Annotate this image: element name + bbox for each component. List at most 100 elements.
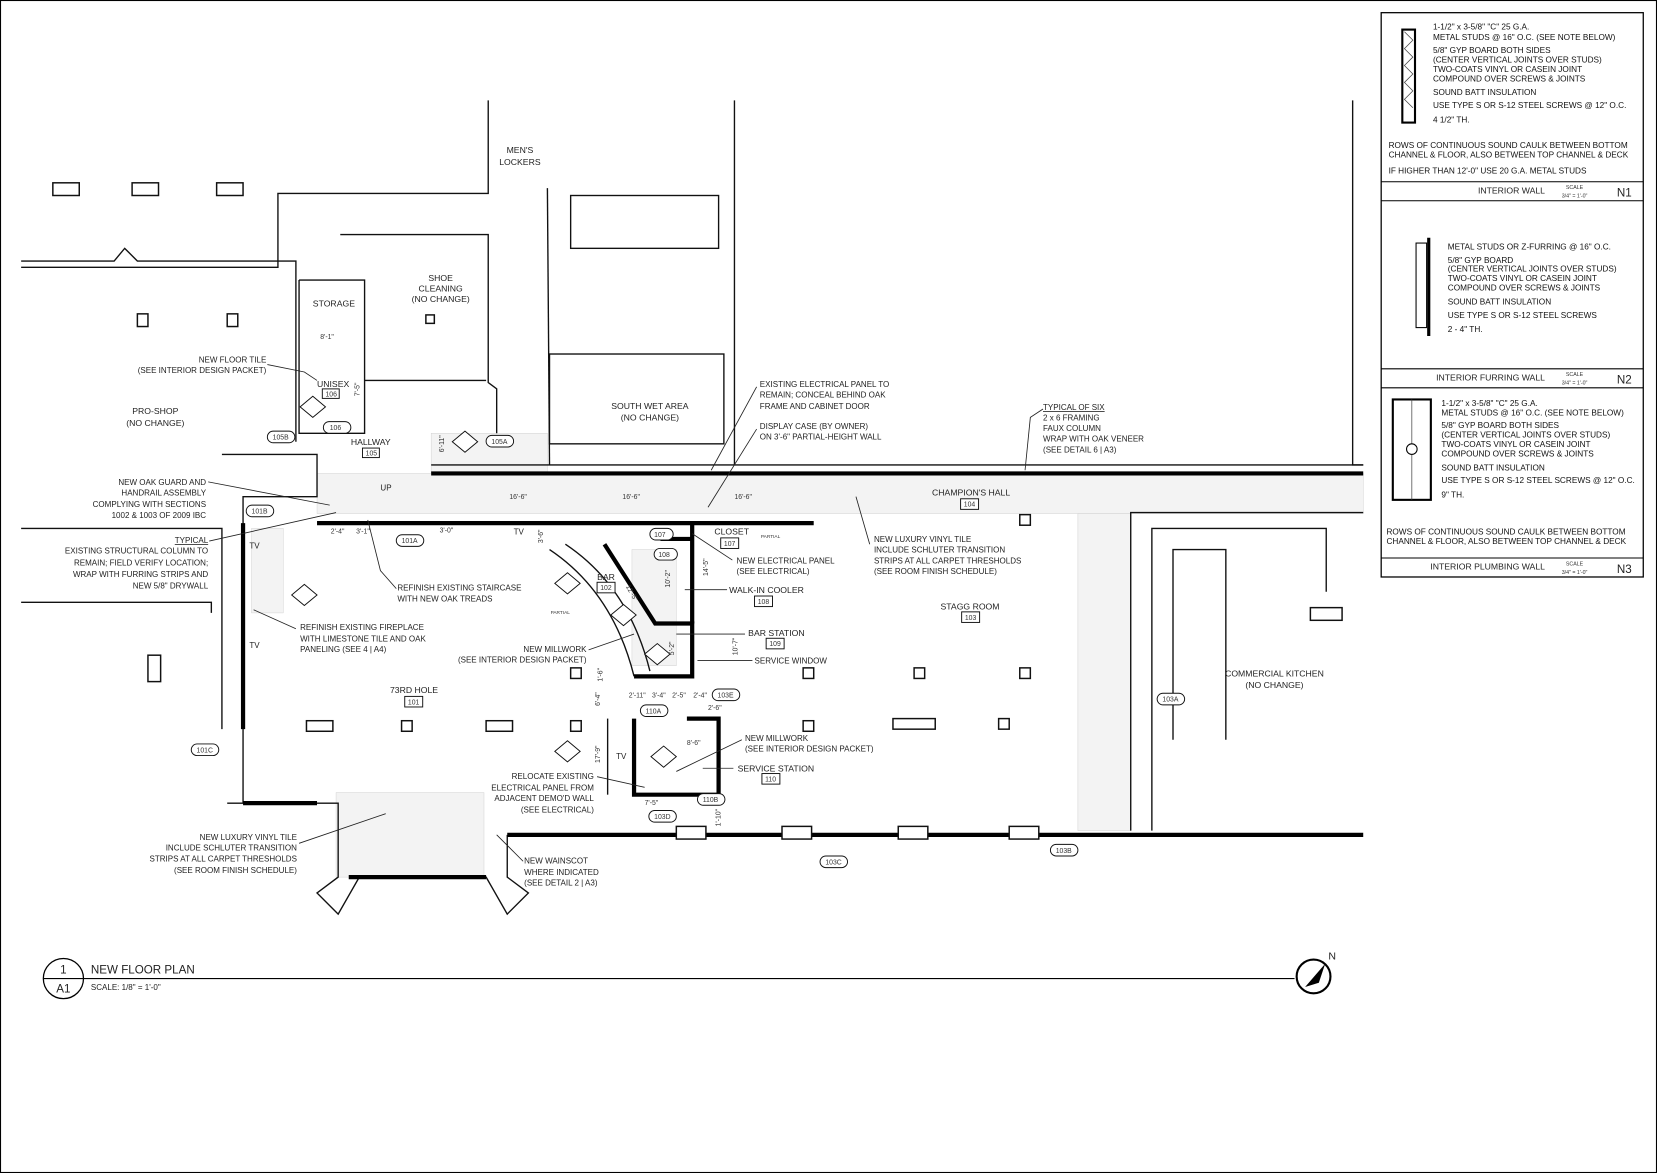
svg-text:SCALE: SCALE <box>1566 372 1584 378</box>
svg-text:7'-5": 7'-5" <box>645 800 659 807</box>
svg-text:3/4" = 1'-0": 3/4" = 1'-0" <box>1562 570 1588 576</box>
svg-text:14'-5": 14'-5" <box>703 558 710 576</box>
north-label: N <box>1328 951 1336 963</box>
svg-text:8'-1": 8'-1" <box>320 334 334 341</box>
room-73rd-hole-number: 101 <box>408 699 420 706</box>
room-stagg-number: 103 <box>965 615 977 622</box>
room-unisex-number: 106 <box>325 391 337 398</box>
door-tag: 106 <box>330 425 342 432</box>
door-tag: 103A <box>1162 697 1178 704</box>
svg-text:INTERIOR FURRING WALL: INTERIOR FURRING WALL <box>1436 372 1545 382</box>
svg-text:INTERIOR PLUMBING WALL: INTERIOR PLUMBING WALL <box>1430 562 1545 572</box>
svg-text:16'-6": 16'-6" <box>734 494 752 501</box>
svg-text:3'-6": 3'-6" <box>538 529 545 543</box>
tv-label: TV <box>616 752 627 761</box>
room-champions-hall-number: 104 <box>964 502 976 509</box>
svg-text:17'-9": 17'-9" <box>595 745 602 763</box>
room-south-wet-area: SOUTH WET AREA(NO CHANGE) <box>611 401 689 423</box>
note-new-electrical-panel: NEW ELECTRICAL PANEL(SEE ELECTRICAL) <box>737 556 836 576</box>
svg-text:INTERIOR WALL: INTERIOR WALL <box>1478 185 1545 195</box>
door-tag: 105A <box>491 439 507 446</box>
svg-text:2'-11": 2'-11" <box>629 692 647 699</box>
room-walk-in-number: 108 <box>758 599 770 606</box>
svg-text:10'-2": 10'-2" <box>665 570 672 588</box>
door-tag: 107 <box>654 532 666 539</box>
door-tag: 101C <box>197 747 213 754</box>
tv-label: TV <box>249 541 260 550</box>
room-73rd-hole: 73RD HOLE <box>390 685 438 695</box>
svg-text:1'-6": 1'-6" <box>597 667 604 681</box>
structural-columns <box>52 182 1343 840</box>
svg-text:3/4" = 1'-0": 3/4" = 1'-0" <box>1562 381 1588 387</box>
svg-text:3'-0": 3'-0" <box>440 528 454 535</box>
room-hallway-number: 105 <box>366 450 378 457</box>
room-service-station-number: 110 <box>765 776 776 783</box>
door-tag: 101B <box>252 509 268 516</box>
svg-text:SCALE: SCALE <box>1566 185 1584 191</box>
legend-n1: 1-1/2" x 3-5/8" "C" 25 G.A.METAL STUDS @… <box>1389 23 1632 200</box>
room-closet-number: 107 <box>724 541 736 548</box>
door-tag: 110B <box>703 797 719 804</box>
door-tags: 105B 106 105A 101B 101A 107 108 103E 110… <box>190 421 1186 869</box>
note-millwork-service: NEW MILLWORK(SEE INTERIOR DESIGN PACKET) <box>745 734 874 754</box>
door-tag: 101A <box>402 538 418 545</box>
detail-number: 1 <box>60 963 66 976</box>
tv-label: TV <box>249 641 260 650</box>
door-tag: 103B <box>1056 848 1072 855</box>
room-walk-in-cooler: WALK-IN COOLER <box>729 585 804 595</box>
note-service-window: SERVICE WINDOW <box>755 657 828 666</box>
svg-text:16'-6": 16'-6" <box>509 494 527 501</box>
note-floor-tile: NEW FLOOR TILE(SEE INTERIOR DESIGN PACKE… <box>138 355 267 375</box>
room-bar: BAR <box>597 572 615 582</box>
svg-text:8'-6": 8'-6" <box>687 740 701 747</box>
door-tag: 103D <box>654 814 670 821</box>
room-service-station: SERVICE STATION <box>738 763 814 773</box>
svg-text:METAL STUDS OR Z-FURRING @ 16": METAL STUDS OR Z-FURRING @ 16" O.C.5/8" … <box>1448 242 1617 333</box>
drawing-scale: SCALE: 1/8" = 1'-0" <box>91 983 161 992</box>
svg-text:7'-5": 7'-5" <box>354 382 361 396</box>
door-tag: 103E <box>718 692 734 699</box>
svg-text:2'-6": 2'-6" <box>708 705 722 712</box>
room-unisex: UNISEX <box>317 379 349 389</box>
stair-up-label: UP <box>380 483 391 492</box>
room-bar-number: 102 <box>600 585 612 592</box>
door-tag: 108 <box>658 552 670 559</box>
room-champions-hall: CHAMPION'S HALL <box>932 488 1010 498</box>
svg-text:2'-5": 2'-5" <box>672 692 686 699</box>
north-arrow-icon <box>1295 958 1332 995</box>
door-tag: 110A <box>646 708 662 715</box>
svg-text:6'-11": 6'-11" <box>439 435 446 453</box>
svg-text:16'-6": 16'-6" <box>622 494 640 501</box>
room-commercial-kitchen: COMMERCIAL KITCHEN(NO CHANGE) <box>1225 668 1324 690</box>
room-closet: CLOSET <box>714 527 749 537</box>
partial-label: PARTIAL <box>761 534 781 540</box>
svg-text:2'-4": 2'-4" <box>693 692 707 699</box>
wall-type-legend: 1-1/2" x 3-5/8" "C" 25 G.A.METAL STUDS @… <box>1380 12 1644 578</box>
svg-text:1-1/2" x 3-5/8" "C" 25 G.A.MET: 1-1/2" x 3-5/8" "C" 25 G.A.METAL STUDS @… <box>1433 23 1626 125</box>
door-tag: 103C <box>825 859 841 866</box>
svg-text:1'-10": 1'-10" <box>716 808 723 826</box>
tv-label: TV <box>514 528 525 537</box>
svg-text:3'-1": 3'-1" <box>356 529 370 536</box>
annotation-notes: NEW FLOOR TILE(SEE INTERIOR DESIGN PACKE… <box>65 355 1144 887</box>
legend-n2: METAL STUDS OR Z-FURRING @ 16" O.C.5/8" … <box>1415 237 1632 387</box>
svg-text:6'-4": 6'-4" <box>595 692 602 706</box>
room-bar-station-number: 109 <box>769 641 781 648</box>
svg-text:2'-4": 2'-4" <box>331 529 345 536</box>
drawing-title: 1 A1 NEW FLOOR PLAN SCALE: 1/8" = 1'-0" … <box>42 951 1336 1000</box>
svg-text:ROWS OF CONTINUOUS SOUND CAULK: ROWS OF CONTINUOUS SOUND CAULK BETWEEN B… <box>1389 141 1629 175</box>
dimensions: 8'-1" 7'-5" 6'-11" 16'-6" 16'-6" 16'-6" … <box>320 334 752 826</box>
